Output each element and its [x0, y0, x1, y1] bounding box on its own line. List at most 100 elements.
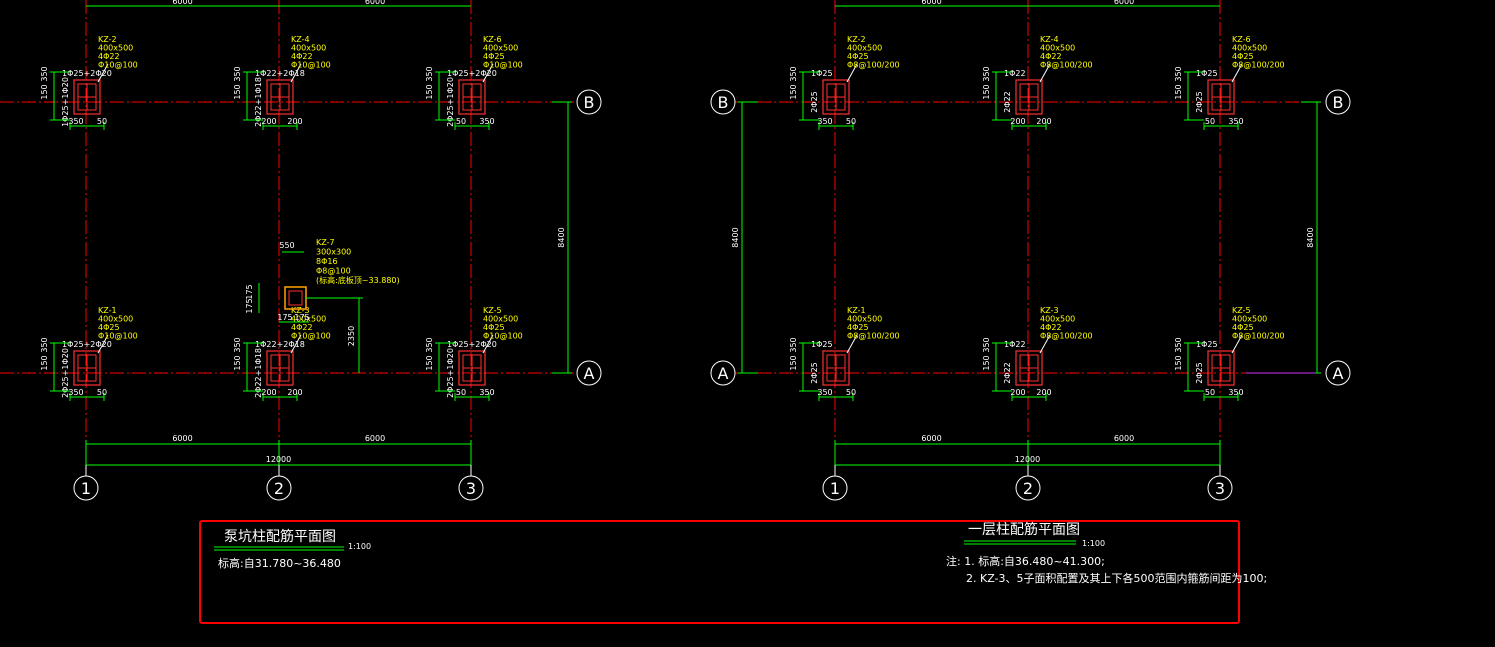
right_plan-col-3-vdim-1: 150 — [789, 355, 798, 370]
right_plan-axis-bubble-1-circle — [1015, 475, 1041, 501]
left_plan-col-2-hdim-1: 50 — [456, 117, 466, 126]
right_plan-letter-bubble-r-0-circle — [1325, 89, 1351, 115]
left_plan-col-2-leader — [482, 63, 494, 83]
left_plan-col-3-vdim-1: 150 — [40, 355, 49, 370]
left_plan-col-2-vdim-2: 350 — [425, 66, 434, 81]
left_plan-col-5-label-3: Φ10@100 — [483, 332, 523, 341]
left_plan-col-4-leader — [290, 334, 302, 354]
right_plan-col-5-label-2: 4Φ25 — [1232, 323, 1254, 332]
right_plan-col-1-side-text: 2Φ22 — [1003, 91, 1012, 113]
right_plan-left-dim: 8400 — [731, 227, 740, 247]
left_plan-letter-bubble-r-1-circle — [576, 360, 602, 386]
right_plan-top-dim-0: 6000 — [921, 0, 941, 6]
right_plan-col-5-hdim-2: 350 — [1228, 388, 1243, 397]
right_plan-col-1-label-1: 400x500 — [1040, 44, 1075, 53]
left_plan-col-5-vdim-1: 150 — [425, 355, 434, 370]
right_plan-total-dim: 12000 — [1015, 455, 1040, 464]
right_plan-col-4-hdim-2: 200 — [1036, 388, 1051, 397]
right_plan-col-2-vdim-1: 150 — [1174, 84, 1183, 99]
left_plan-col-5-side-text: 2Φ25+1Φ20 — [446, 348, 455, 398]
left_plan-col-1-leader — [290, 63, 302, 83]
left_plan-col-1-label-3: Φ10@100 — [291, 61, 331, 70]
left_plan-col-3-side-text: 2Φ25+1Φ20 — [61, 348, 70, 398]
right_plan-col-1-hdim-1: 200 — [1010, 117, 1025, 126]
right_plan-axis-bubble-2-circle — [1207, 475, 1233, 501]
left_plan-axis-bubble-0-circle — [73, 475, 99, 501]
left_plan-bottom-dim-1: 6000 — [365, 434, 385, 443]
left_plan-col-5-rebar-text: 1Φ25+2Φ20 — [447, 340, 497, 349]
left_plan-col-0-hdim-1: 350 — [68, 117, 83, 126]
right_plan-axis-bubble-0-circle — [822, 475, 848, 501]
left_plan-col-0-rebar-text: 1Φ25+2Φ20 — [62, 69, 112, 78]
left_plan-col-0-label-0: KZ-2 — [98, 35, 117, 44]
left_plan-col-2-column: KZ-6400x5004Φ25Φ10@1001Φ25+2Φ202Φ25+1Φ20… — [425, 35, 523, 130]
kz7-label-1: 300x300 — [316, 248, 351, 257]
right_plan-col-5-leader — [1231, 334, 1243, 354]
right_plan-bottom-dim-1: 6000 — [1114, 434, 1134, 443]
left_plan-col-2-hdim-2: 350 — [479, 117, 494, 126]
left_plan-top-dim-1: 6000 — [365, 0, 385, 6]
right_plan-col-3-leader — [846, 334, 858, 354]
left_plan-col-0-leader — [97, 63, 109, 83]
right_plan-letter-bubble-r-1-circle — [1325, 360, 1351, 386]
left_plan-axis-bubble-0: 1 — [81, 479, 91, 498]
left_plan-col-2-vdim-1: 150 — [425, 84, 434, 99]
left_plan-top-dim-0: 6000 — [172, 0, 192, 6]
left_plan-col-2-label-1: 400x500 — [483, 44, 518, 53]
left_plan-col-4-outline — [266, 350, 294, 386]
right-plan-note-2: 2. KZ-3、5子面积配置及其上下各500范围内箍筋间距为100; — [966, 571, 1267, 585]
right_plan-col-1-rebar-text: 1Φ22 — [1004, 69, 1026, 78]
right_plan-col-0-vdim-1: 150 — [789, 84, 798, 99]
right_plan-col-0-hdim-2: 50 — [846, 117, 856, 126]
left_plan-col-4-vdim-1: 150 — [233, 355, 242, 370]
right_plan-right-dim: 8400 — [1306, 227, 1315, 247]
left_plan-col-2-outline — [458, 79, 486, 115]
left_plan-col-3-column: KZ-1400x5004Φ25Φ10@1001Φ25+2Φ202Φ25+1Φ20… — [40, 306, 138, 401]
right_plan-col-5-label-3: Φ8@100/200 — [1232, 332, 1285, 341]
left_plan-col-1-vdim-2: 350 — [233, 66, 242, 81]
right_plan-col-1-label-0: KZ-4 — [1040, 35, 1059, 44]
right_plan-col-4-label-3: Φ8@100/200 — [1040, 332, 1093, 341]
right_plan-axis-bubble-1: 2 — [1023, 479, 1033, 498]
right_plan-col-3-column: KZ-1400x5004Φ25Φ8@100/2001Φ252Φ251503503… — [789, 306, 900, 401]
left_plan-col-3-rebar-text: 1Φ25+2Φ20 — [62, 340, 112, 349]
right_plan-col-2-column: KZ-6400x5004Φ25Φ8@100/2001Φ252Φ251503505… — [1174, 35, 1285, 130]
right_plan-col-2-label-2: 4Φ25 — [1232, 52, 1254, 61]
right-plan-scale: 1:100 — [1082, 539, 1105, 548]
left_plan-col-5-vdim-2: 350 — [425, 337, 434, 352]
right_plan-letter-bubble-l-0-circle — [710, 89, 736, 115]
right_plan-letter-bubble-l-0: B — [718, 93, 729, 112]
right_plan-col-2-leader — [1231, 63, 1243, 83]
right_plan-col-3-hdim-1: 350 — [817, 388, 832, 397]
right_plan-col-5-outline — [1207, 350, 1235, 386]
left_plan-col-4-hdim-2: 200 — [287, 388, 302, 397]
left_plan-col-1-label-2: 4Φ22 — [291, 52, 313, 61]
left_plan-col-4-hdim-1: 200 — [261, 388, 276, 397]
kz7-label-2: 8Φ16 — [316, 257, 338, 266]
right_plan-col-2-rebar-text: 1Φ25 — [1196, 69, 1218, 78]
right_plan-col-2-vdim-2: 350 — [1174, 66, 1183, 81]
left_plan-col-0-column: KZ-2400x5004Φ22Φ10@1001Φ25+2Φ201Φ25+1Φ20… — [40, 35, 138, 130]
left_plan-col-4-label-2: 4Φ22 — [291, 323, 313, 332]
right_plan-col-0-leader — [846, 63, 858, 83]
left_plan-col-1-hdim-2: 200 — [287, 117, 302, 126]
right_plan-col-5-vdim-1: 150 — [1174, 355, 1183, 370]
right_plan-col-1-column: KZ-4400x5004Φ22Φ8@100/2001Φ222Φ221503502… — [982, 35, 1093, 130]
left_plan-col-5-leader — [482, 334, 494, 354]
kz7-label-0: KZ-7 — [316, 238, 335, 247]
right_plan-col-0-label-1: 400x500 — [847, 44, 882, 53]
left_plan-col-5-hdim-2: 350 — [479, 388, 494, 397]
kz7-side-dim-1: 175 — [245, 298, 254, 313]
left_plan-col-3-leader — [97, 334, 109, 354]
left_plan-col-0-vdim-2: 350 — [40, 66, 49, 81]
left_plan-col-1-vdim-1: 150 — [233, 84, 242, 99]
left_plan-col-3-label-1: 400x500 — [98, 315, 133, 324]
left_plan-total-dim: 12000 — [266, 455, 291, 464]
kz7-bottom-dim-1: 175 — [294, 313, 309, 322]
left_plan-col-5-label-1: 400x500 — [483, 315, 518, 324]
right_plan-col-3-label-0: KZ-1 — [847, 306, 866, 315]
left_plan-col-0-side-text: 1Φ25+1Φ20 — [61, 77, 70, 127]
left_plan-col-1-label-1: 400x500 — [291, 44, 326, 53]
